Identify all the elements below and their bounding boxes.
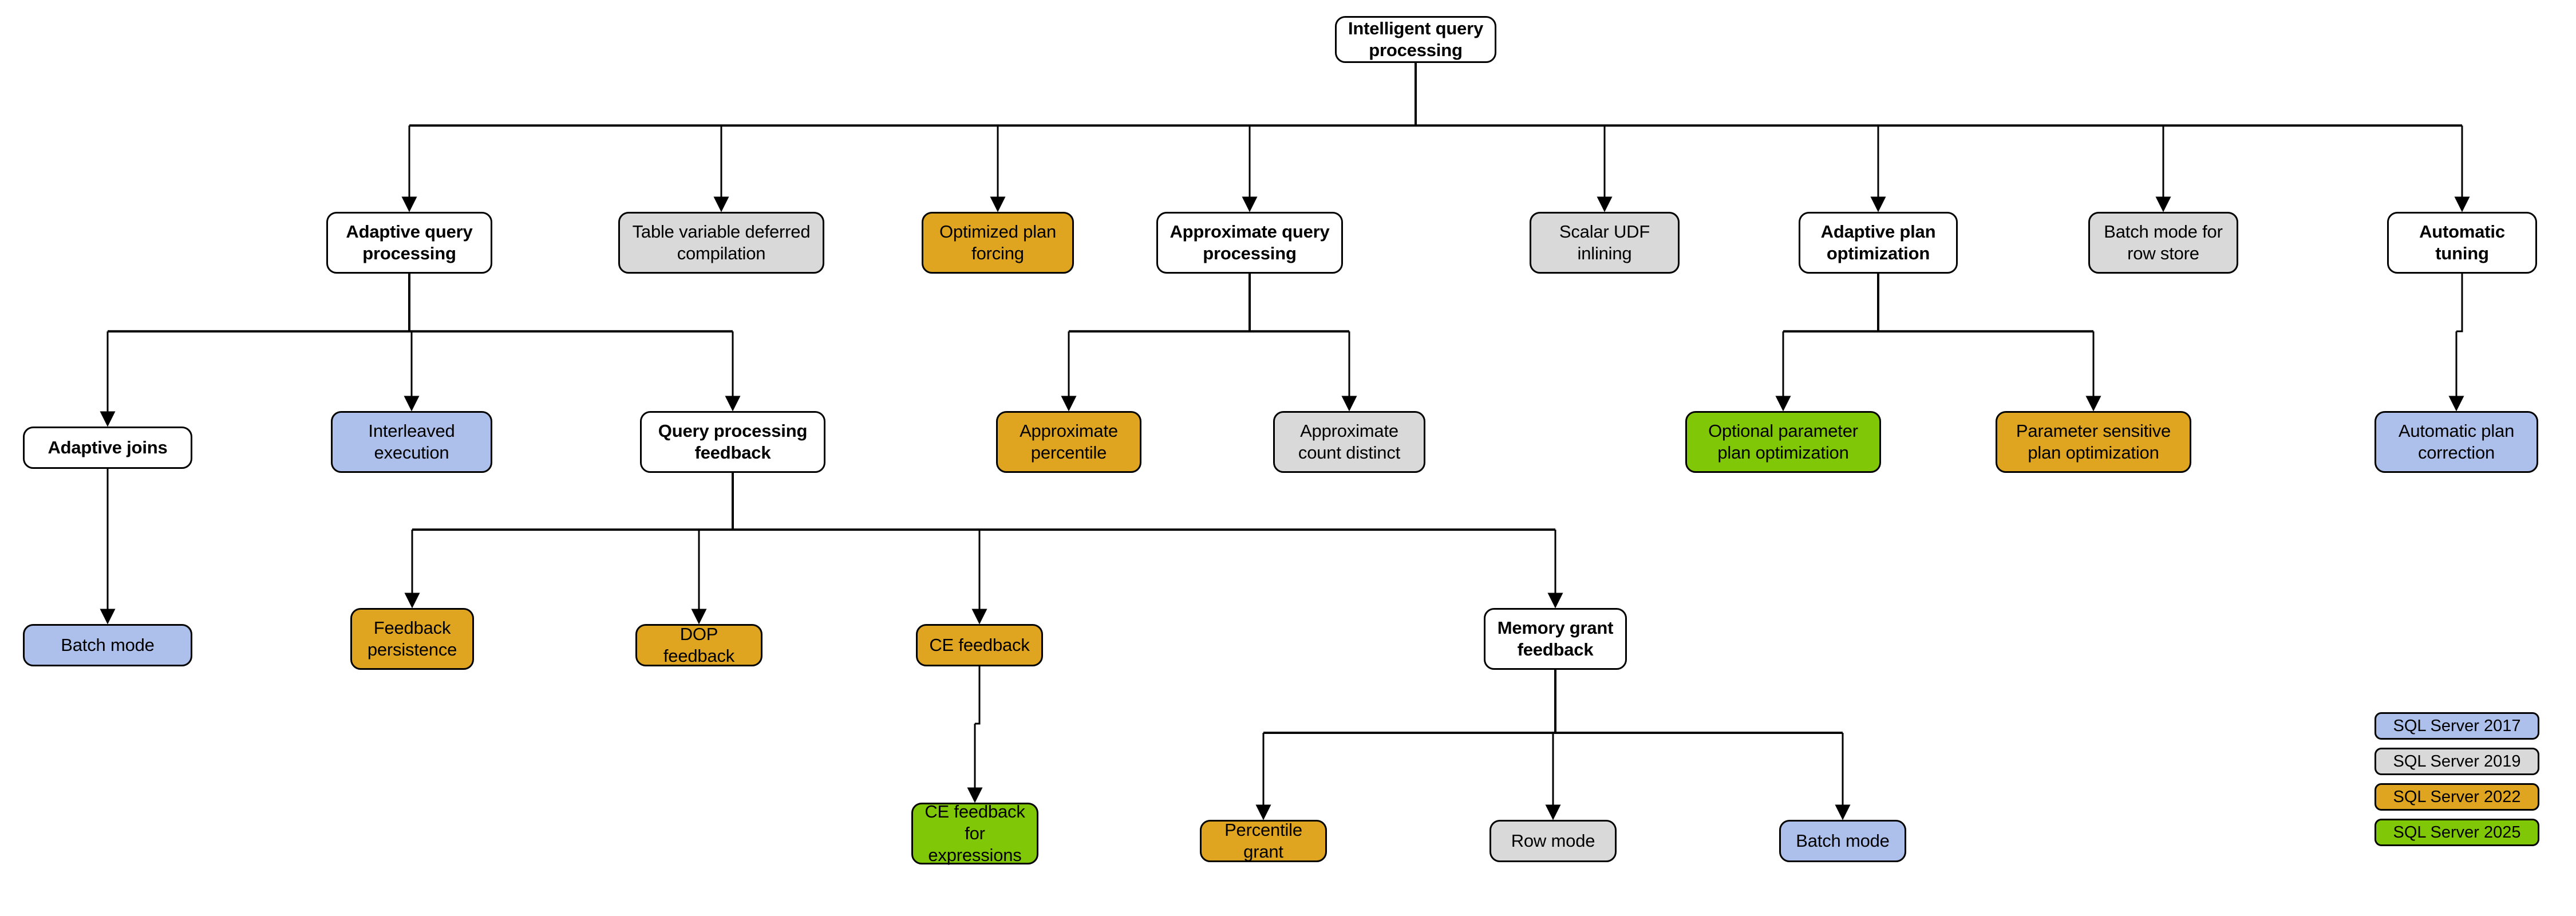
- node-ce[interactable]: CE feedback: [916, 624, 1043, 666]
- node-ie[interactable]: Interleaved execution: [331, 411, 492, 473]
- node-pspo[interactable]: Parameter sensitive plan optimization: [1996, 411, 2191, 473]
- node-label: Optional parameter plan optimization: [1708, 421, 1858, 463]
- node-bm2[interactable]: Batch mode: [1779, 820, 1906, 862]
- legend-item-label: SQL Server 2022: [2393, 787, 2521, 806]
- node-label: Automatic tuning: [2419, 222, 2505, 263]
- node-label: Table variable deferred compilation: [632, 222, 811, 263]
- legend-item-sql-server-2017: SQL Server 2017: [2374, 712, 2539, 740]
- node-cefe[interactable]: CE feedback for expressions: [911, 802, 1038, 865]
- node-label: Approximate query processing: [1170, 222, 1330, 263]
- node-label: Row mode: [1511, 831, 1595, 851]
- legend-item-label: SQL Server 2019: [2393, 752, 2521, 771]
- node-dop[interactable]: DOP feedback: [635, 624, 762, 666]
- node-label: Approximate count distinct: [1298, 421, 1401, 463]
- node-mgf[interactable]: Memory grant feedback: [1484, 608, 1627, 670]
- legend-item-label: SQL Server 2017: [2393, 716, 2521, 735]
- node-label: Approximate percentile: [1020, 421, 1118, 463]
- node-qpf[interactable]: Query processing feedback: [640, 411, 825, 473]
- node-label: Interleaved execution: [368, 421, 455, 463]
- node-label: Feedback persistence: [367, 618, 457, 660]
- node-rm[interactable]: Row mode: [1490, 820, 1617, 862]
- node-bmrs[interactable]: Batch mode for row store: [2088, 212, 2238, 274]
- legend-item-sql-server-2022: SQL Server 2022: [2374, 783, 2539, 811]
- node-aqpr[interactable]: Approximate query processing: [1156, 212, 1343, 274]
- node-label: Adaptive joins: [48, 437, 168, 458]
- node-oppo[interactable]: Optional parameter plan optimization: [1685, 411, 1881, 473]
- node-label: Batch mode for row store: [2104, 222, 2223, 263]
- node-label: Memory grant feedback: [1497, 618, 1614, 660]
- node-apo[interactable]: Adaptive plan optimization: [1799, 212, 1958, 274]
- node-bm1[interactable]: Batch mode: [23, 624, 192, 666]
- node-iqp[interactable]: Intelligent query processing: [1335, 16, 1496, 63]
- node-acd[interactable]: Approximate count distinct: [1273, 411, 1425, 473]
- node-label: Percentile grant: [1224, 820, 1302, 862]
- node-label: Intelligent query processing: [1348, 18, 1484, 60]
- node-label: CE feedback: [929, 635, 1030, 656]
- node-opf[interactable]: Optimized plan forcing: [922, 212, 1074, 274]
- node-apc[interactable]: Automatic plan correction: [2374, 411, 2538, 473]
- node-label: Optimized plan forcing: [939, 222, 1056, 263]
- legend-item-sql-server-2019: SQL Server 2019: [2374, 748, 2539, 775]
- legend-item-sql-server-2025: SQL Server 2025: [2374, 819, 2539, 846]
- node-label: Adaptive query processing: [346, 222, 473, 263]
- node-pg[interactable]: Percentile grant: [1200, 820, 1327, 862]
- node-label: Scalar UDF inlining: [1559, 222, 1650, 263]
- node-label: Parameter sensitive plan optimization: [2016, 421, 2171, 463]
- node-ap[interactable]: Approximate percentile: [996, 411, 1141, 473]
- node-aqp[interactable]: Adaptive query processing: [326, 212, 492, 274]
- node-fp[interactable]: Feedback persistence: [350, 608, 474, 670]
- node-label: Batch mode: [61, 635, 155, 656]
- node-label: Automatic plan correction: [2398, 421, 2515, 463]
- node-tvdc[interactable]: Table variable deferred compilation: [618, 212, 824, 274]
- node-label: CE feedback for expressions: [924, 802, 1025, 865]
- legend-item-label: SQL Server 2025: [2393, 823, 2521, 842]
- node-at[interactable]: Automatic tuning: [2387, 212, 2537, 274]
- node-sudf[interactable]: Scalar UDF inlining: [1530, 212, 1680, 274]
- node-aj[interactable]: Adaptive joins: [23, 427, 192, 469]
- node-label: Batch mode: [1796, 831, 1890, 851]
- node-label: Adaptive plan optimization: [1820, 222, 1936, 263]
- node-label: DOP feedback: [663, 624, 735, 666]
- node-label: Query processing feedback: [658, 421, 808, 463]
